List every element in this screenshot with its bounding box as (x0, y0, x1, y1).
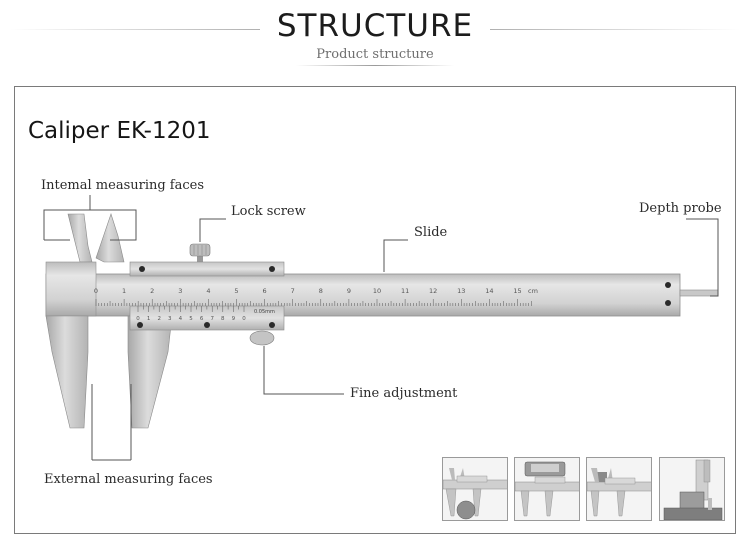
label-internal-measuring-faces: Intemal measuring faces (41, 178, 205, 193)
main-scale-number: 5 (234, 287, 238, 295)
header-rule-left (10, 29, 260, 30)
thumbnail-outer-measurement (442, 457, 508, 521)
vernier-number: 2 (157, 316, 161, 322)
outer-measurement-icon (443, 468, 507, 520)
callout-lock-screw (199, 218, 226, 242)
callout-fine-adjustment (263, 346, 344, 395)
vernier-number: 7 (210, 316, 214, 322)
vernier-number: 6 (200, 316, 204, 322)
main-scale-number: 0 (94, 287, 98, 295)
vernier-number: 3 (168, 316, 172, 322)
main-scale-number: 11 (401, 287, 409, 295)
label-fine-adjustment: Fine adjustment (350, 386, 458, 401)
vernier-ticks (137, 306, 245, 312)
main-scale-number: 1 (122, 287, 126, 295)
external-jaw-fixed (45, 315, 89, 429)
label-lock-screw: Lock screw (231, 204, 306, 219)
thumbnail-depth-measurement (659, 457, 725, 521)
depth-measurement-icon (663, 459, 723, 520)
vernier-rivet-2 (204, 322, 210, 328)
page-title: STRUCTURE (276, 8, 474, 44)
label-depth-probe: Depth probe (639, 201, 722, 216)
main-scale-number: 10 (373, 287, 381, 295)
slide-rivet-2 (269, 266, 275, 272)
main-scale-number: 7 (291, 287, 295, 295)
main-scale-number: 6 (263, 287, 267, 295)
vernier-rivet-1 (137, 322, 143, 328)
step-measurement-icon (587, 468, 651, 517)
vernier-precision: 0.05mm (254, 309, 275, 315)
beam-rivet-top (665, 282, 671, 288)
slide-top-plate (129, 261, 285, 277)
lock-screw-head (189, 243, 211, 257)
thumbnail-step-measurement (586, 457, 652, 521)
vernier-rivet-3 (269, 322, 275, 328)
callout-slide (383, 239, 408, 272)
label-slide: Slide (414, 225, 448, 240)
beam-rivet-bottom (665, 300, 671, 306)
main-scale-number: 12 (429, 287, 437, 295)
main-scale-number: 8 (319, 287, 323, 295)
page-subtitle: Product structure (316, 47, 434, 62)
model-name: Caliper EK-1201 (28, 118, 211, 144)
main-scale-number: 14 (485, 287, 493, 295)
subtitle-underline (296, 65, 454, 66)
vernier-number: 1 (147, 316, 151, 322)
callout-internal (43, 209, 137, 241)
internal-jaw-fixed (67, 213, 93, 263)
callout-external (91, 384, 132, 461)
vernier-number: 9 (232, 316, 236, 322)
external-jaw-sliding (127, 315, 173, 429)
main-scale-number: 4 (206, 287, 210, 295)
inner-measurement-icon (515, 461, 579, 517)
lock-screw-stem (197, 254, 203, 264)
thumbnail-inner-measurement (514, 457, 580, 521)
slide-rivet-1 (139, 266, 145, 272)
vernier-number: 4 (179, 316, 183, 322)
main-scale-number: 3 (178, 287, 182, 295)
fixed-head (45, 261, 97, 317)
internal-jaw-sliding (95, 213, 125, 263)
main-scale-number: 2 (150, 287, 154, 295)
scale-unit: cm (528, 287, 538, 295)
depth-probe-rod (679, 289, 719, 297)
header-rule-right (490, 29, 740, 30)
main-scale-number: 9 (347, 287, 351, 295)
callout-depth-probe (686, 218, 719, 297)
main-scale-ticks (95, 299, 532, 306)
main-scale-number: 15 (513, 287, 521, 295)
label-external-measuring-faces: External measuring faces (44, 472, 213, 487)
header: STRUCTURE Product structure (0, 0, 750, 80)
callout-lines (43, 195, 719, 461)
main-scale-number: 13 (457, 287, 465, 295)
fine-adjustment-wheel (249, 330, 275, 346)
vernier-number: 5 (189, 316, 193, 322)
vernier-number: 0 (242, 316, 246, 322)
vernier-number: 8 (221, 316, 225, 322)
vernier-number: 0 (136, 316, 140, 322)
